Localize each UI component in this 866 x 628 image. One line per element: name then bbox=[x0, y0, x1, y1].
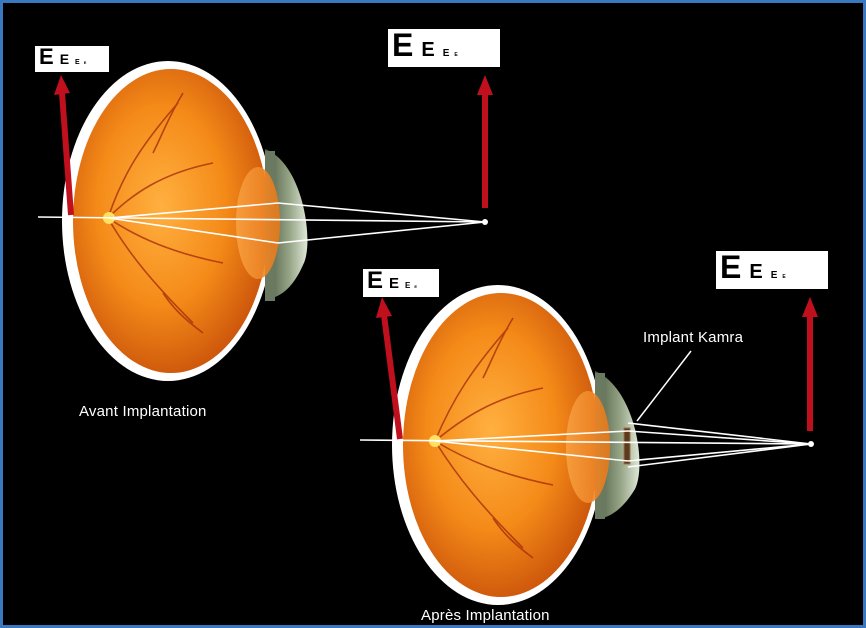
chart-letter: E bbox=[749, 262, 762, 282]
chart-letter: E bbox=[75, 59, 80, 66]
label-after: Après Implantation bbox=[421, 607, 550, 624]
eye-after bbox=[360, 285, 818, 605]
implant-callout-line bbox=[637, 351, 691, 421]
eye-chart-after-left: E E E E bbox=[363, 269, 439, 297]
kamra-implant bbox=[624, 428, 630, 464]
chart-letter: E bbox=[39, 46, 54, 68]
eye-chart-after-right: E E E E bbox=[716, 251, 828, 289]
chart-letter: E bbox=[84, 61, 87, 65]
eye-diagram bbox=[3, 3, 866, 628]
arrow-after-right-head bbox=[802, 297, 818, 317]
chart-letter: E bbox=[405, 282, 410, 290]
arrow-before-left-head bbox=[54, 75, 70, 95]
eye-after-lens bbox=[566, 391, 610, 503]
arrow-before-right-head bbox=[477, 75, 493, 95]
eye-chart-before-right: E E E E bbox=[388, 29, 500, 67]
chart-letter: E bbox=[60, 52, 69, 66]
chart-letter: E bbox=[771, 271, 778, 281]
chart-letter: E bbox=[782, 275, 785, 280]
eye-before-lens bbox=[236, 167, 280, 279]
object-point-before bbox=[482, 219, 488, 225]
arrow-after-left bbox=[384, 315, 400, 439]
chart-letter: E bbox=[421, 40, 434, 60]
arrow-after-left-head bbox=[376, 297, 392, 318]
chart-letter: E bbox=[389, 276, 399, 291]
chart-letter: E bbox=[454, 53, 457, 58]
label-before: Avant Implantation bbox=[79, 403, 207, 420]
chart-letter: E bbox=[443, 49, 450, 59]
label-implant: Implant Kamra bbox=[643, 329, 743, 346]
chart-letter: E bbox=[392, 29, 413, 61]
chart-letter: E bbox=[414, 285, 417, 289]
eye-chart-before-left: E E E E bbox=[35, 46, 109, 72]
chart-letter: E bbox=[367, 269, 383, 293]
object-point-after bbox=[808, 441, 814, 447]
chart-letter: E bbox=[720, 251, 741, 283]
